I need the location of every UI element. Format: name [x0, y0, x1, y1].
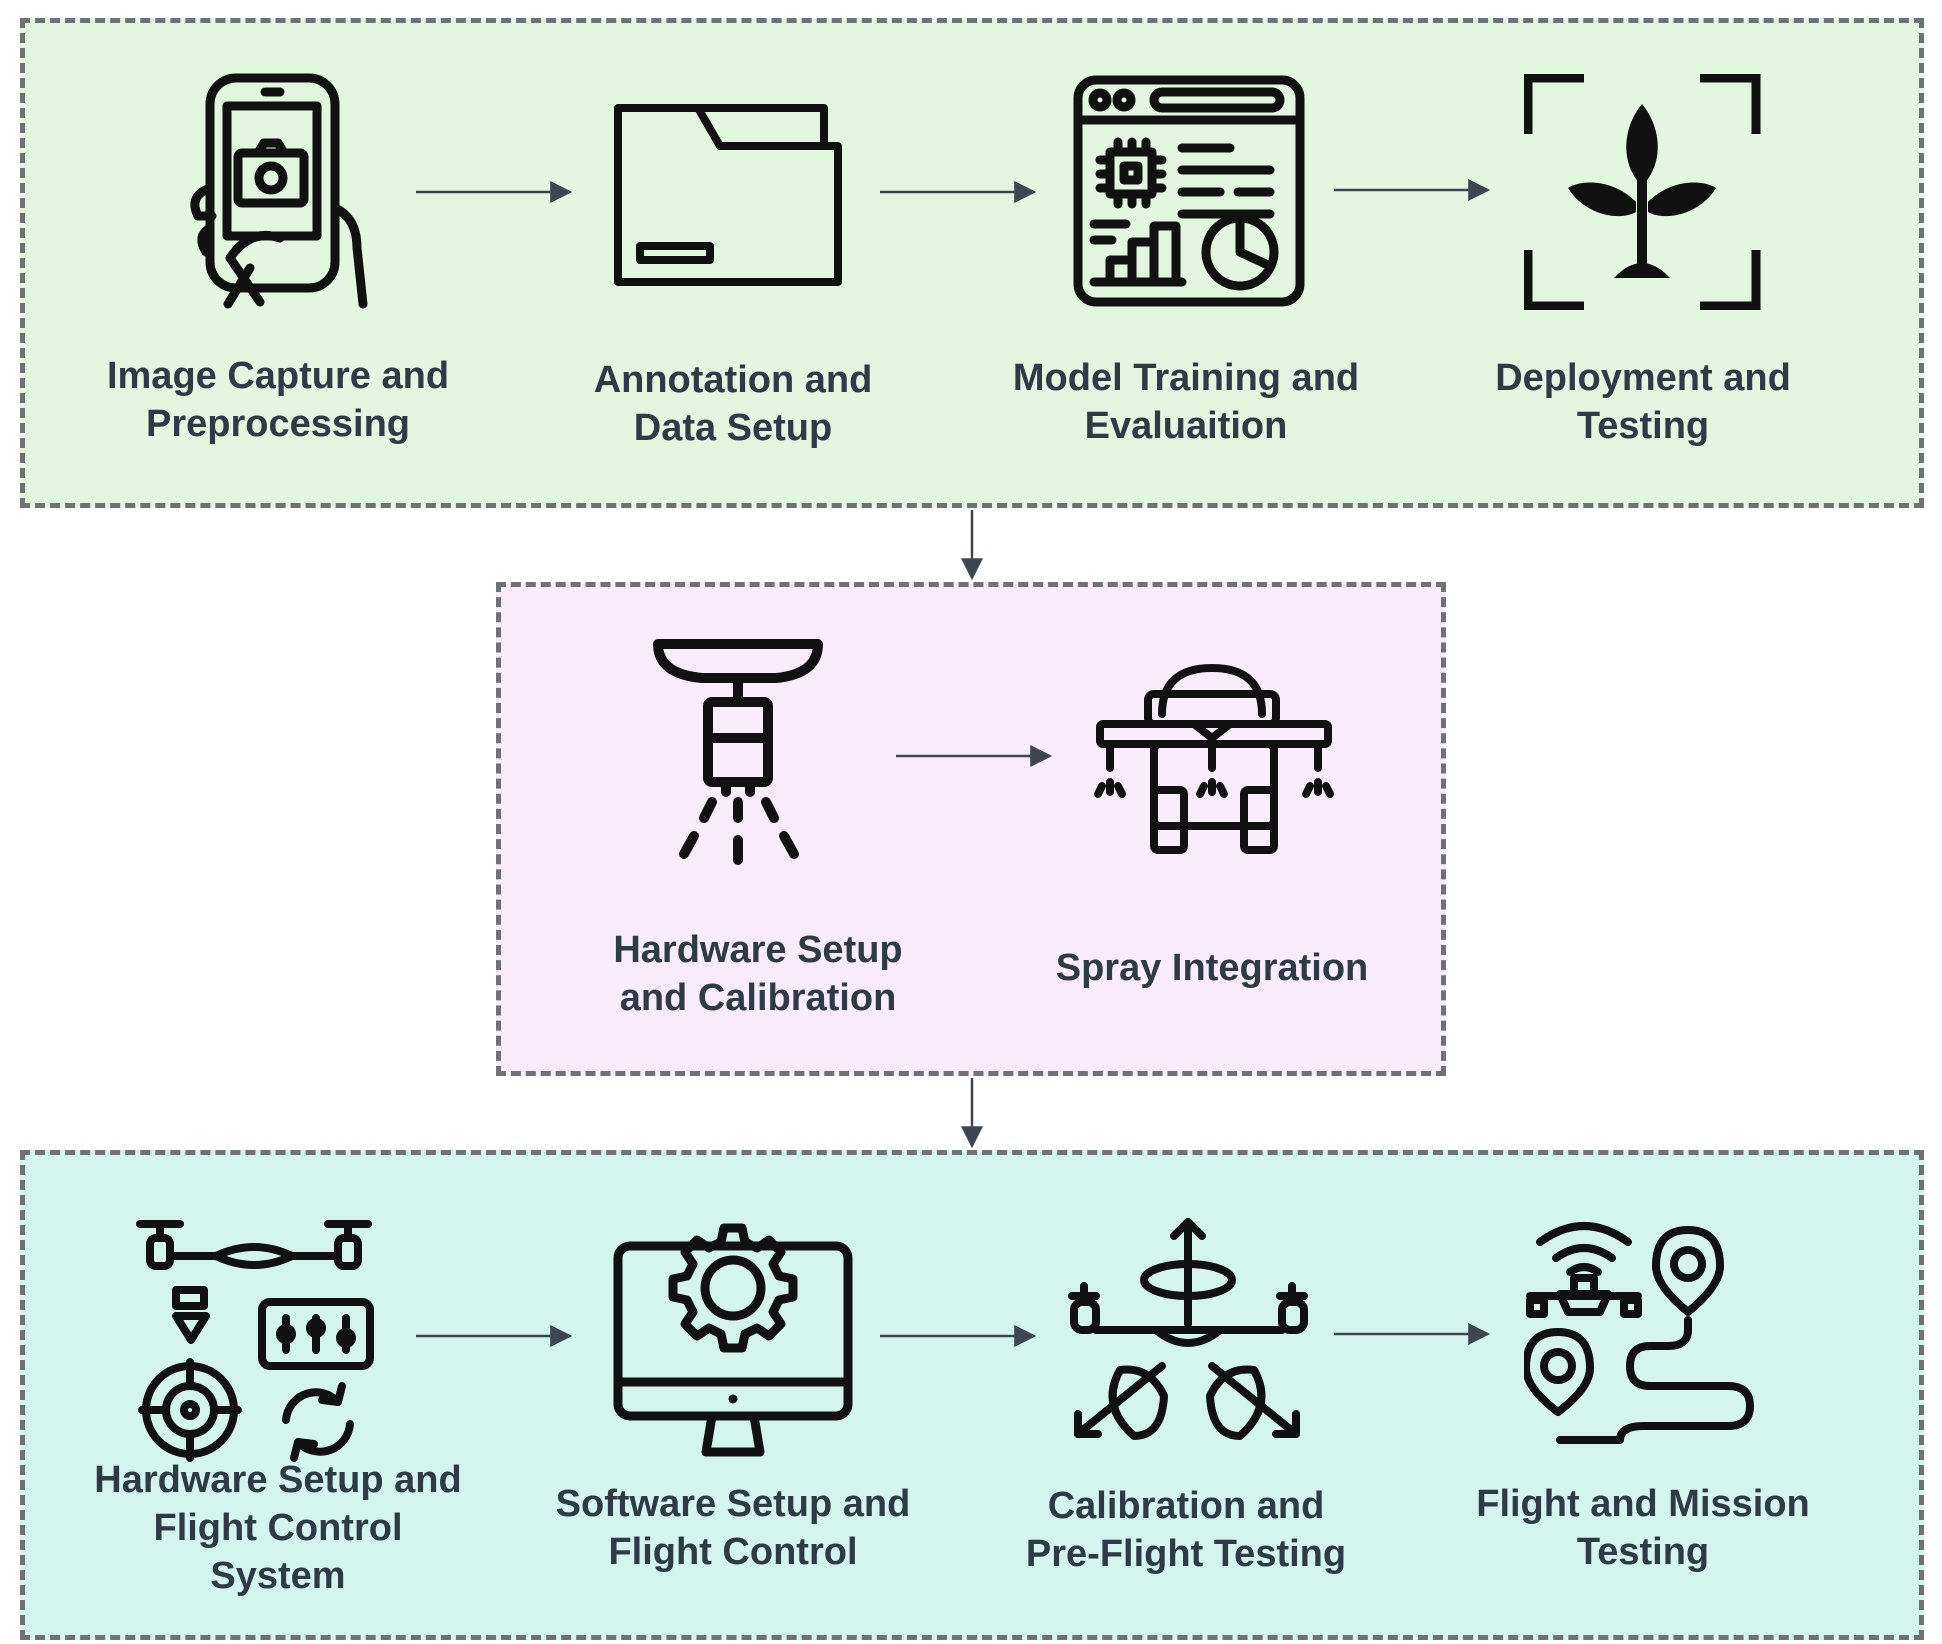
plant-scan-icon	[1524, 74, 1761, 310]
monitor-gear-icon	[613, 1223, 853, 1457]
drone-hardware-icon	[136, 1220, 374, 1462]
drone-rotation-icon	[1068, 1218, 1308, 1440]
spray-boom-vehicle-icon	[1094, 664, 1334, 854]
sprinkler-nozzle-icon	[653, 639, 823, 865]
drone-route-icon	[1524, 1222, 1754, 1444]
stage2-container	[496, 582, 1446, 1076]
stage2-step2-label: Spray Integration	[1055, 947, 1369, 989]
folder-icon	[614, 104, 842, 286]
analytics-dashboard-icon	[1073, 75, 1305, 307]
smartphone-camera-icon	[190, 73, 368, 309]
